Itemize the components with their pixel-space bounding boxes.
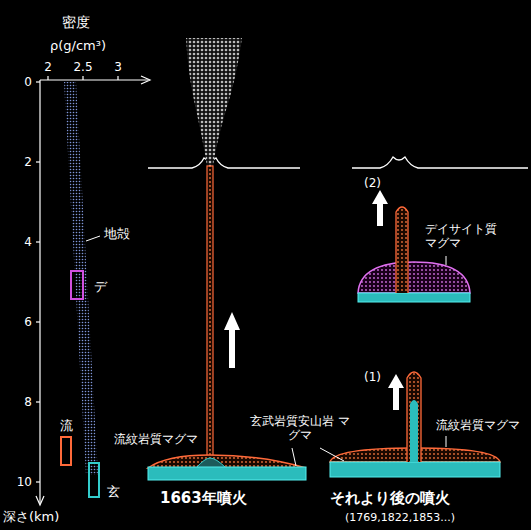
ascent-arrow [224, 312, 240, 368]
year-list: (1769,1822,1853...) [345, 511, 455, 524]
eruption-plume [186, 38, 242, 166]
tick-label: 2.5 [73, 60, 92, 74]
ground-surface [148, 157, 528, 168]
range-label: デ [94, 279, 107, 295]
ascent-arrow [388, 374, 404, 410]
density-range-box: デ [70, 270, 84, 300]
eruption-caption: 1663年噴火 [160, 489, 247, 507]
range-label: 玄 [107, 484, 120, 500]
basaltic-andesite-layer [148, 467, 306, 480]
leader-line [86, 236, 100, 241]
tick-label: 2 [24, 155, 32, 169]
leader-line [446, 436, 447, 447]
basaltic-andesite-layer [330, 462, 500, 477]
tick-label: 3 [114, 60, 122, 74]
basaltic-andesite-layer [358, 293, 470, 302]
tick-label: 10 [17, 475, 32, 489]
density-range-box: 玄 [88, 462, 100, 498]
conduit [407, 372, 421, 462]
eruption-caption: それより後の噴火 [330, 489, 450, 507]
crust-band [64, 82, 98, 475]
magma-label: 玄武岩質安山岩 マグマ [250, 414, 350, 443]
depth-axis [36, 80, 44, 505]
conduit [396, 207, 408, 293]
ascent-arrow [372, 190, 388, 226]
dacite-chamber [358, 262, 470, 293]
tick-label: 6 [24, 315, 32, 329]
axis-title: 深さ(km) [3, 509, 59, 525]
tick-label: 4 [24, 235, 32, 249]
axis-unit: ρ(g/cm³) [50, 38, 106, 54]
magma-label: 流紋岩質マグマ [114, 432, 198, 446]
basalt-column [410, 400, 418, 462]
leader-line [292, 448, 344, 466]
part-label: 地殻 [104, 226, 130, 242]
leader-line [446, 256, 447, 265]
conduit [207, 166, 213, 458]
axis-title: 密度 [62, 14, 90, 31]
tick-label: 8 [24, 395, 32, 409]
range-label: 流 [60, 418, 73, 434]
density-axis [40, 76, 150, 84]
density-range-box: 流 [60, 436, 72, 466]
callout-number: (2) [364, 176, 381, 190]
tick-label: 0 [24, 75, 32, 89]
callout-number: (1) [364, 370, 381, 384]
magma-label: デイサイト質 マグマ [425, 222, 509, 251]
rhyolite-chamber [148, 455, 306, 468]
tick-label: 2 [44, 60, 52, 74]
magma-label: 流紋岩質マグマ [436, 418, 520, 432]
